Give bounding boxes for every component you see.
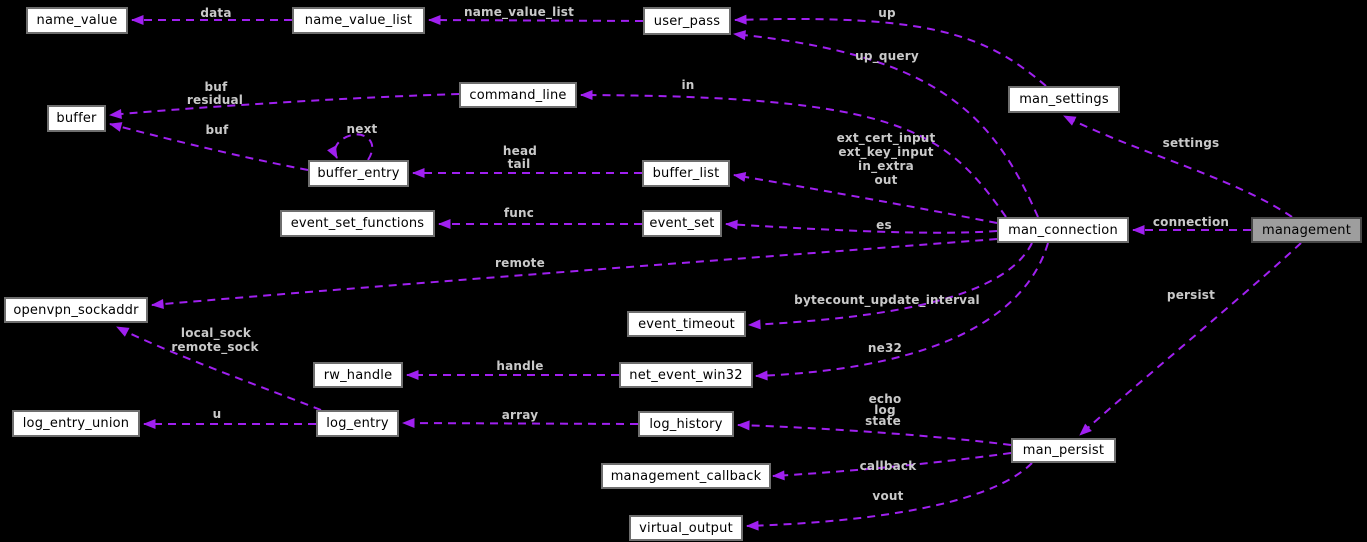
edge-label-ext-0: ext_cert_input bbox=[836, 131, 936, 145]
edge-label-settings: settings bbox=[1162, 136, 1220, 150]
edge-label-remote: remote bbox=[495, 256, 545, 270]
edge-remote bbox=[151, 238, 998, 309]
edge-label-es: es bbox=[876, 218, 892, 232]
edge-persist bbox=[1079, 242, 1302, 436]
edge-buf_residual bbox=[109, 93, 460, 119]
node-openvpn_sockaddr[interactable]: openvpn_sockaddr bbox=[4, 297, 148, 323]
node-rw_handle[interactable]: rw_handle bbox=[313, 362, 403, 388]
node-man_connection[interactable]: man_connection bbox=[997, 217, 1129, 243]
edge-label-u: u bbox=[212, 407, 222, 421]
edge-label-persist: persist bbox=[1166, 288, 1216, 302]
edge-label-handle: handle bbox=[496, 359, 544, 373]
node-event_set_functions[interactable]: event_set_functions bbox=[280, 210, 435, 237]
edge-ne32 bbox=[755, 242, 1049, 381]
edge-es bbox=[725, 219, 998, 234]
edge-label-buf_residual-0: buf bbox=[204, 80, 228, 94]
edge-label-vout: vout bbox=[872, 489, 904, 503]
node-command_line[interactable]: command_line bbox=[459, 82, 577, 108]
edge-label-array: array bbox=[501, 408, 539, 422]
node-virtual_output[interactable]: virtual_output bbox=[629, 515, 743, 541]
edge-array bbox=[402, 418, 639, 429]
edge-label-callback: callback bbox=[859, 459, 917, 473]
node-event_timeout[interactable]: event_timeout bbox=[627, 311, 746, 337]
edge-echo_log_state bbox=[737, 420, 1012, 446]
edge-label-name_value_list: name_value_list bbox=[463, 5, 575, 19]
edge-label-echo_log_state-2: state bbox=[865, 414, 901, 428]
node-management: management bbox=[1251, 217, 1362, 243]
edge-next bbox=[327, 133, 374, 161]
edge-ext bbox=[733, 172, 998, 224]
edge-label-func: func bbox=[503, 206, 535, 220]
edge-label-buf_residual-1: residual bbox=[186, 93, 244, 107]
node-man_settings[interactable]: man_settings bbox=[1008, 86, 1120, 113]
node-net_event_win32[interactable]: net_event_win32 bbox=[619, 362, 753, 388]
edge-up_query bbox=[733, 30, 1039, 218]
edge-label-echo_log_state-1: log bbox=[874, 403, 896, 417]
node-user_pass[interactable]: user_pass bbox=[643, 7, 731, 35]
node-buffer[interactable]: buffer bbox=[47, 105, 106, 132]
node-buffer_list[interactable]: buffer_list bbox=[642, 160, 730, 187]
node-name_value[interactable]: name_value bbox=[26, 7, 128, 34]
edge-label-ext-1: ext_key_input bbox=[838, 145, 934, 159]
edge-label-head_tail-0: head bbox=[502, 144, 538, 158]
edge-label-ne32: ne32 bbox=[867, 341, 903, 355]
edge-label-local_remote_sock-0: local_sock bbox=[180, 326, 252, 340]
edge-in bbox=[580, 90, 1007, 218]
node-log_entry_union[interactable]: log_entry_union bbox=[12, 410, 140, 437]
edge-local_remote_sock bbox=[116, 326, 322, 411]
edge-label-up_query: up_query bbox=[855, 49, 919, 63]
edge-label-ext-3: out bbox=[874, 173, 898, 187]
edge-label-next: next bbox=[346, 122, 378, 136]
node-buffer_entry[interactable]: buffer_entry bbox=[308, 160, 409, 187]
edge-label-connection: connection bbox=[1152, 215, 1230, 229]
edge-label-in: in bbox=[681, 78, 695, 92]
edge-label-head_tail-1: tail bbox=[507, 157, 531, 171]
edge-label-buf: buf bbox=[205, 123, 229, 137]
edge-bytecount_update_interval bbox=[748, 242, 1033, 330]
edge-name_value_list bbox=[428, 15, 644, 26]
node-name_value_list[interactable]: name_value_list bbox=[292, 7, 425, 34]
node-log_history[interactable]: log_history bbox=[638, 411, 734, 437]
edge-label-up: up bbox=[878, 6, 896, 20]
node-management_callback[interactable]: management_callback bbox=[601, 463, 771, 489]
edge-up bbox=[734, 14, 1047, 87]
edge-label-local_remote_sock-1: remote_sock bbox=[171, 340, 259, 354]
edge-label-echo_log_state-0: echo bbox=[868, 392, 902, 406]
edge-buf bbox=[109, 122, 309, 171]
node-log_entry[interactable]: log_entry bbox=[316, 410, 399, 437]
edge-settings bbox=[1063, 115, 1293, 218]
edge-label-ext-2: in_extra bbox=[858, 159, 914, 173]
edges-group bbox=[109, 14, 1302, 531]
edge-label-data: data bbox=[200, 6, 232, 20]
edge-label-bytecount_update_interval: bytecount_update_interval bbox=[794, 293, 980, 307]
node-man_persist[interactable]: man_persist bbox=[1011, 438, 1116, 463]
node-event_set[interactable]: event_set bbox=[642, 210, 722, 237]
